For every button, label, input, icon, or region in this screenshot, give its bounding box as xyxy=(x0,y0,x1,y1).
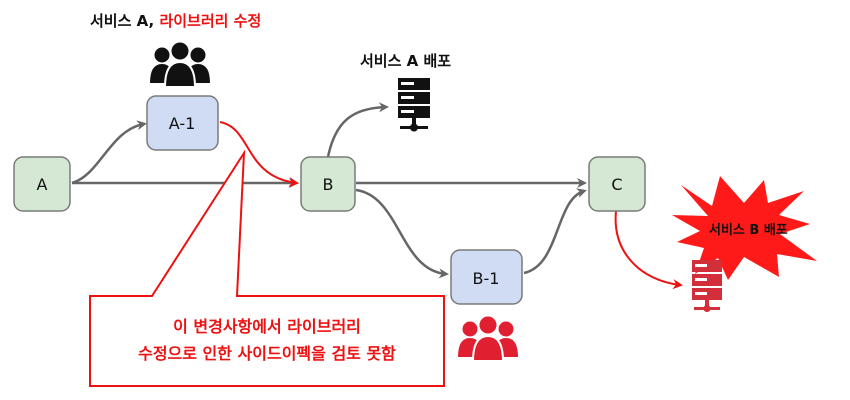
callout-line-1: 이 변경사항에서 라이브러리 xyxy=(173,317,361,336)
deploy-a-label: 서비스 A 배포 xyxy=(360,52,451,70)
edge-a1-to-b xyxy=(219,121,299,188)
top-label: 서비스 A, 라이브러리 수정 xyxy=(90,12,261,30)
node-b[interactable]: B xyxy=(300,156,356,212)
top-label-prefix: 서비스 A, xyxy=(90,12,159,30)
server-a-icon xyxy=(398,78,430,132)
team-a-icon xyxy=(150,40,210,88)
edge-b1-to-c xyxy=(523,188,587,275)
top-label-suffix: 라이브러리 수정 xyxy=(159,12,261,30)
node-a[interactable]: A xyxy=(13,156,71,212)
server-b-icon xyxy=(692,260,722,313)
callout-line-2: 수정으로 인한 사이드이펙을 검토 못함 xyxy=(138,344,396,363)
node-c[interactable]: C xyxy=(588,156,646,212)
node-a1[interactable]: A-1 xyxy=(146,95,219,151)
node-a1-label: A-1 xyxy=(169,114,196,133)
node-b1-label: B-1 xyxy=(473,269,500,288)
callout-bubble xyxy=(89,149,445,387)
node-a-label: A xyxy=(37,175,48,194)
burst-shape xyxy=(672,176,817,280)
edge-c-to-deploy-b xyxy=(614,210,683,290)
node-b1[interactable]: B-1 xyxy=(450,249,523,305)
node-c-label: C xyxy=(611,175,622,194)
edge-b-to-deploy-a xyxy=(326,102,389,158)
edge-b-to-b1 xyxy=(355,188,449,279)
node-b-label: B xyxy=(323,175,334,194)
edge-a-to-a1 xyxy=(71,120,147,185)
deploy-b-label: 서비스 B 배포 xyxy=(709,222,788,238)
team-b-icon xyxy=(458,314,518,362)
